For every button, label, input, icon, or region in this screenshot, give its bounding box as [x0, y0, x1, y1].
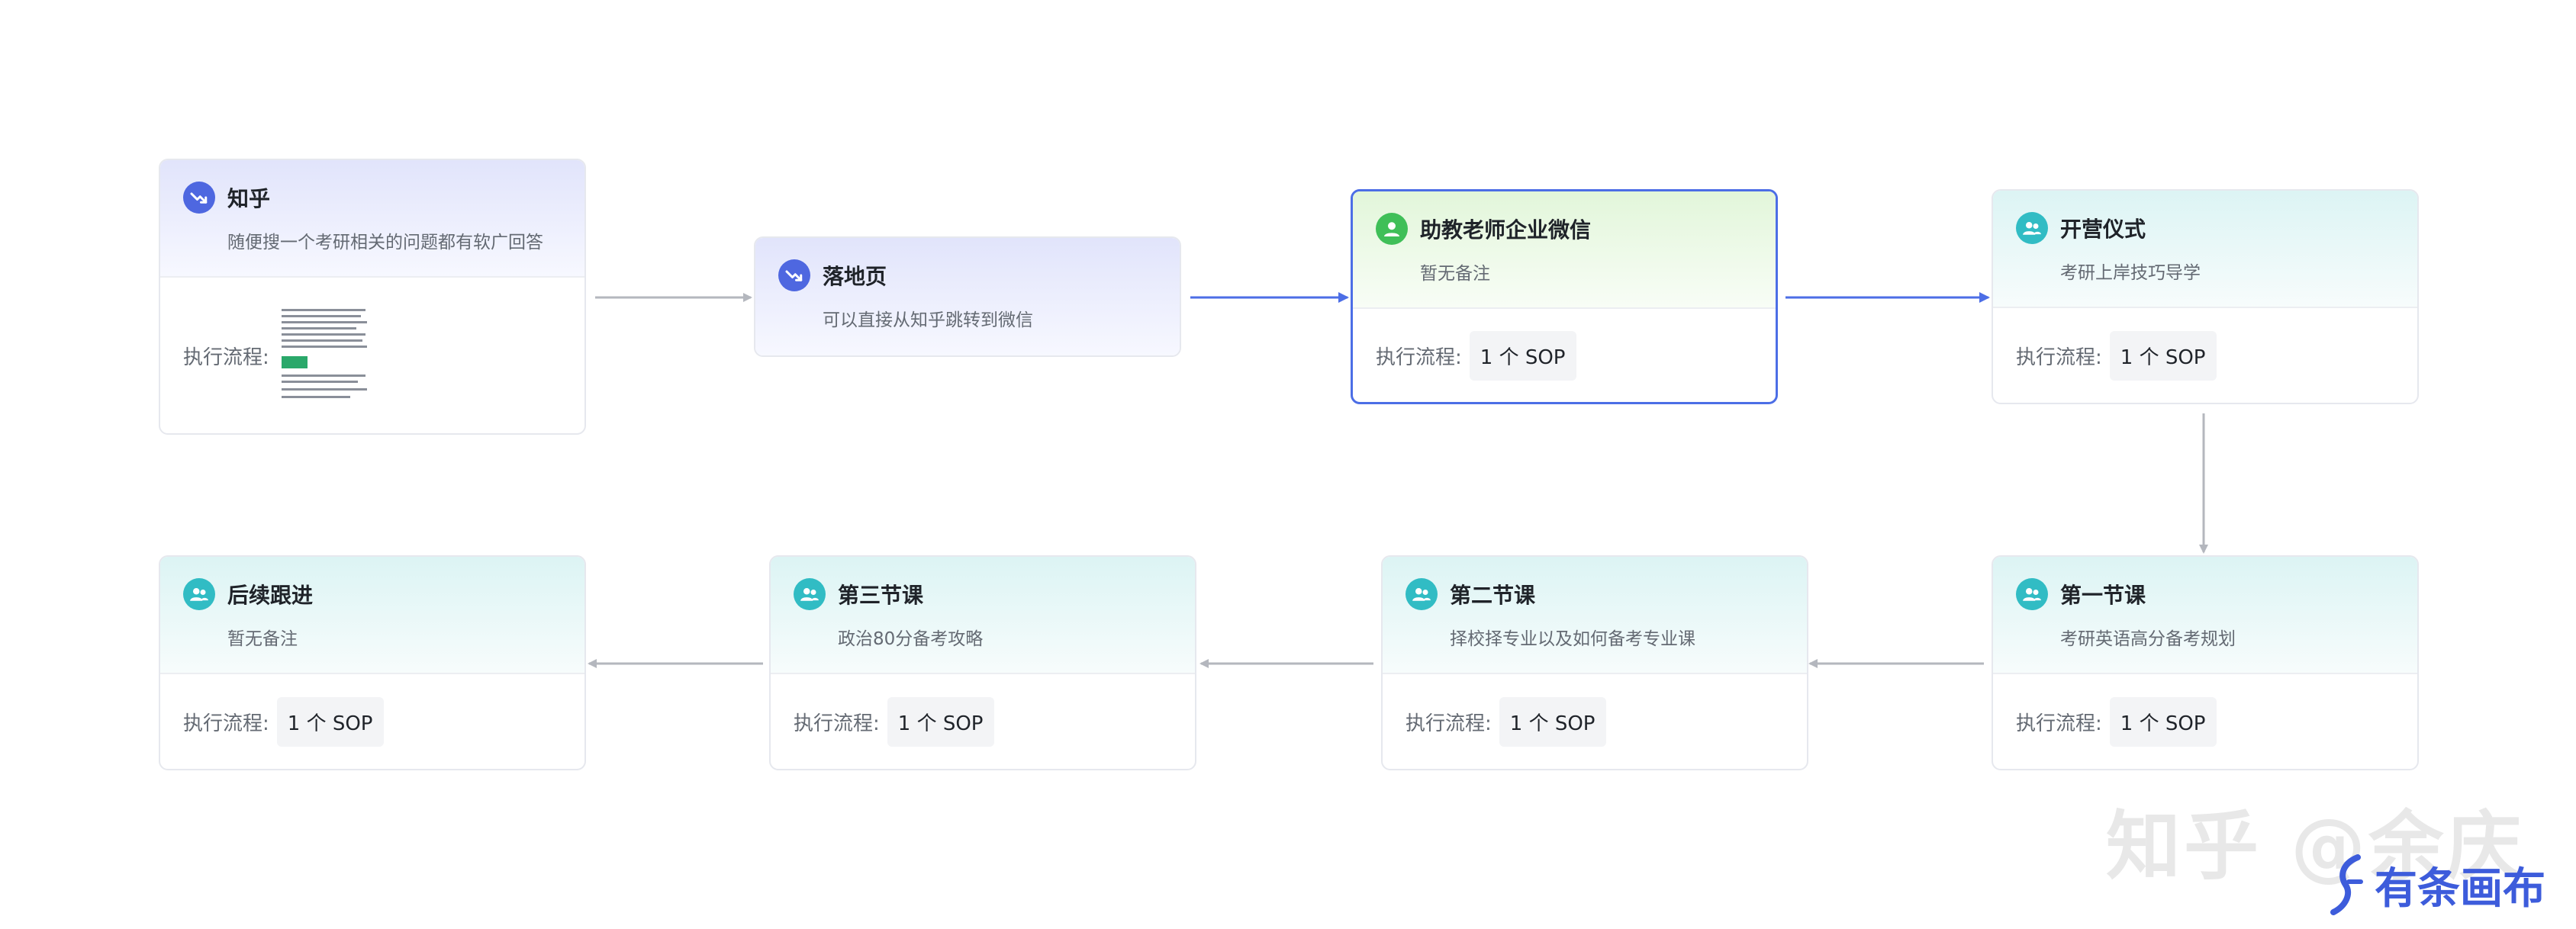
node-header: 第一节课 考研英语高分备考规划: [1993, 557, 2417, 673]
users-icon: [2016, 578, 2048, 610]
node-title: 第一节课: [2060, 583, 2146, 608]
node-note: 暂无备注: [1420, 264, 1490, 284]
users-icon: [1406, 578, 1438, 610]
node-title: 第二节课: [1450, 583, 1536, 608]
node-header: 知乎 随便搜一个考研相关的问题都有软广回答: [160, 160, 584, 276]
trend-arrow-icon: [778, 259, 810, 291]
node-zhihu[interactable]: 知乎 随便搜一个考研相关的问题都有软广回答 执行流程:: [159, 159, 586, 435]
user-icon: [1376, 213, 1408, 245]
flow-label: 执行流程:: [183, 712, 269, 735]
node-note: 随便搜一个考研相关的问题都有软广回答: [227, 233, 543, 252]
node-header: 第二节课 择校择专业以及如何备考专业课: [1383, 557, 1807, 673]
node-assistant[interactable]: 助教老师企业微信 暂无备注 执行流程: 1 个 SOP: [1351, 189, 1778, 404]
node-note: 考研英语高分备考规划: [2060, 629, 2236, 649]
node-body: 执行流程: 1 个 SOP: [1993, 673, 2417, 769]
node-header: 助教老师企业微信 暂无备注: [1353, 191, 1776, 307]
sop-count-tag[interactable]: 1 个 SOP: [887, 696, 994, 747]
node-header: 后续跟进 暂无备注: [160, 557, 584, 673]
sop-count-tag[interactable]: 1 个 SOP: [1499, 696, 1606, 747]
node-landing[interactable]: 落地页 可以直接从知乎跳转到微信: [754, 236, 1181, 357]
node-body: 执行流程: 1 个 SOP: [1353, 307, 1776, 402]
node-body: 执行流程: 1 个 SOP: [160, 673, 584, 769]
node-note: 暂无备注: [227, 629, 298, 649]
flow-label: 执行流程:: [2016, 346, 2102, 369]
sop-thumbnail-image[interactable]: [279, 306, 372, 405]
node-title: 第三节课: [838, 583, 924, 608]
node-note: 政治80分备考攻略: [838, 629, 984, 649]
node-header: 开营仪式 考研上岸技巧导学: [1993, 191, 2417, 307]
node-note: 可以直接从知乎跳转到微信: [823, 310, 1033, 330]
node-followup[interactable]: 后续跟进 暂无备注 执行流程: 1 个 SOP: [159, 555, 586, 770]
node-lesson1[interactable]: 第一节课 考研英语高分备考规划 执行流程: 1 个 SOP: [1992, 555, 2419, 770]
node-lesson2[interactable]: 第二节课 择校择专业以及如何备考专业课 执行流程: 1 个 SOP: [1381, 555, 1808, 770]
node-body: 执行流程: 1 个 SOP: [1993, 307, 2417, 403]
node-note: 考研上岸技巧导学: [2060, 263, 2201, 283]
flow-label: 执行流程:: [2016, 712, 2102, 735]
node-title: 助教老师企业微信: [1420, 217, 1592, 243]
sop-count-tag[interactable]: 1 个 SOP: [1469, 330, 1576, 381]
brand-mark-icon: [2330, 854, 2363, 915]
flow-label: 执行流程:: [183, 346, 269, 369]
users-icon: [794, 578, 826, 610]
node-body: 执行流程:: [160, 276, 584, 433]
node-header: 落地页 可以直接从知乎跳转到微信: [755, 238, 1180, 355]
node-header: 第三节课 政治80分备考攻略: [771, 557, 1195, 673]
node-title: 落地页: [823, 264, 887, 289]
flow-label: 执行流程:: [1376, 346, 1462, 369]
brand-logo: 有条画布: [2327, 854, 2545, 915]
node-title: 开营仪式: [2060, 217, 2146, 242]
sop-count-tag[interactable]: 1 个 SOP: [276, 696, 384, 747]
node-body: 执行流程: 1 个 SOP: [771, 673, 1195, 769]
node-lesson3[interactable]: 第三节课 政治80分备考攻略 执行流程: 1 个 SOP: [769, 555, 1196, 770]
trend-arrow-icon: [183, 182, 215, 214]
node-opening[interactable]: 开营仪式 考研上岸技巧导学 执行流程: 1 个 SOP: [1992, 189, 2419, 404]
users-icon: [2016, 212, 2048, 244]
brand-name: 有条画布: [2375, 863, 2545, 914]
watermark-text: 知乎 @余庆: [2106, 803, 2525, 890]
sop-count-tag[interactable]: 1 个 SOP: [2109, 696, 2217, 747]
node-note: 择校择专业以及如何备考专业课: [1450, 629, 1695, 649]
flow-label: 执行流程:: [1406, 712, 1492, 735]
sop-count-tag[interactable]: 1 个 SOP: [2109, 330, 2217, 381]
flow-label: 执行流程:: [794, 712, 880, 735]
node-title: 知乎: [227, 186, 271, 211]
node-body: 执行流程: 1 个 SOP: [1383, 673, 1807, 769]
users-icon: [183, 578, 215, 610]
node-title: 后续跟进: [227, 583, 314, 608]
